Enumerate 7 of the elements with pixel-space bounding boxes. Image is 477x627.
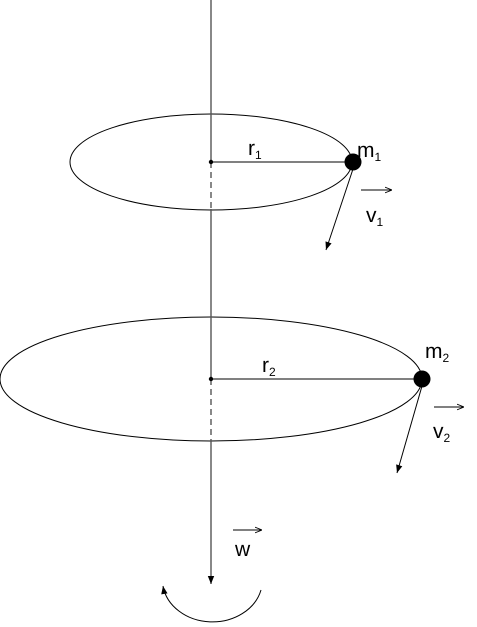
symbol-label: m$_{2}$ [425, 341, 450, 364]
symbol-label: m$_{1}$ [357, 140, 382, 163]
symbol-label: r$_{1}$ [248, 138, 262, 161]
symbol-label: r$_{2}$ [262, 355, 276, 378]
vector-symbol: v$_{1}$ [366, 205, 384, 228]
vector-symbol: w [235, 539, 250, 560]
vector-symbol: v$_{2}$ [433, 421, 450, 444]
